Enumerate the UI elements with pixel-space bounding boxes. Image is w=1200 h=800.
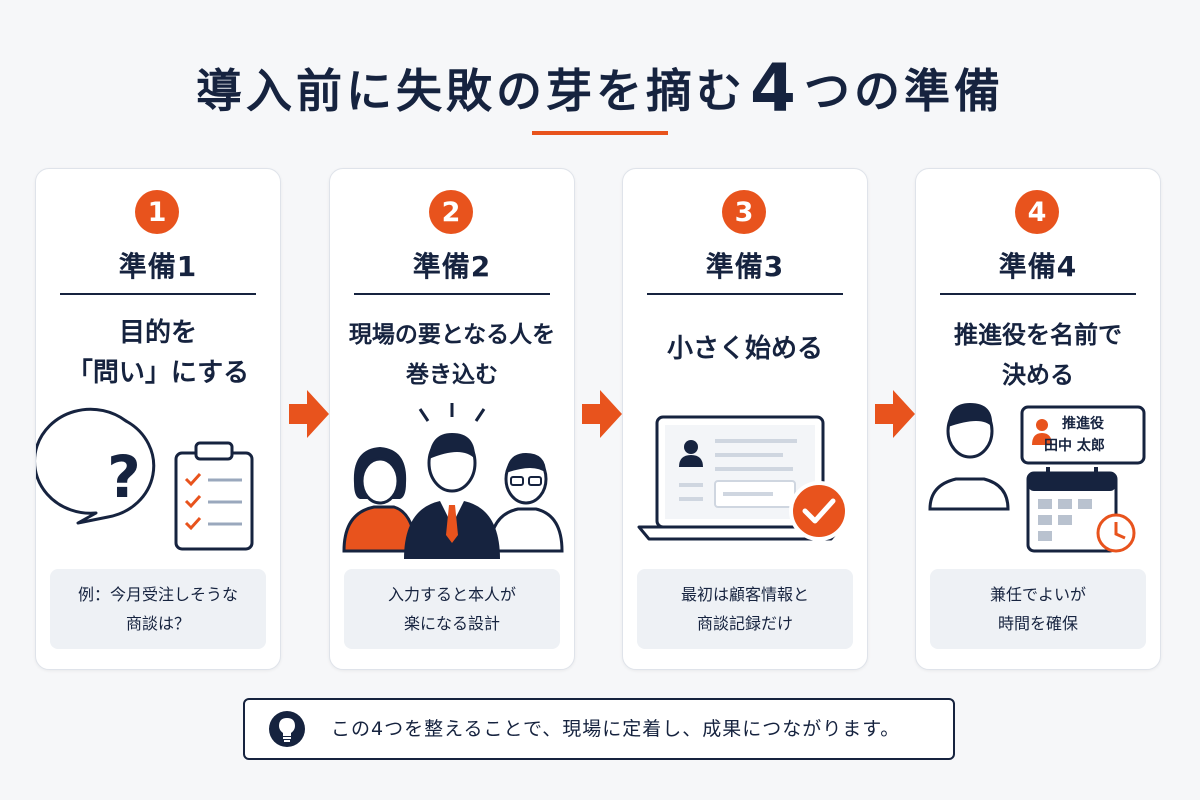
step-badge-1: 1 <box>135 190 179 234</box>
title-number: 4 <box>750 50 800 127</box>
step-divider-2 <box>354 293 550 295</box>
question-bubble-icon: ? <box>36 407 156 525</box>
step-card-1: 1 準備1 目的を 「問い」にする ? 例：今月受注しそうな 商談は？ <box>35 168 281 670</box>
name-tag-role: 推進役 <box>1062 416 1104 432</box>
title-main: 導入前に失敗の芽を摘む <box>196 64 747 118</box>
team-people-icon <box>342 403 564 559</box>
summary-box: この4つを整えることで、現場に定着し、成果につながります。 <box>243 698 955 760</box>
step-badge-3: 3 <box>722 190 766 234</box>
step-divider-1 <box>60 293 256 295</box>
page-title: 導入前に失敗の芽を摘む4つの準備 <box>0 50 1200 127</box>
step-divider-4 <box>940 293 1136 295</box>
right-arrow-icon <box>875 390 915 438</box>
step-label-2: 準備2 <box>412 250 492 283</box>
calendar-clock-icon <box>1026 467 1136 553</box>
step-note-3: 最初は顧客情報と 商談記録だけ <box>637 569 853 649</box>
step-badge-2: 2 <box>429 190 473 234</box>
step-label-1: 準備1 <box>118 250 198 283</box>
step-heading-3: 小さく始める <box>666 334 823 364</box>
name-tag-name: 田中 太郎 <box>1044 438 1105 454</box>
step-illustration-1: ? <box>36 407 254 551</box>
lightbulb-icon <box>269 711 305 747</box>
step-note-2: 入力すると本人が 楽になる設計 <box>344 569 560 649</box>
step-label-4: 準備4 <box>998 250 1078 283</box>
title-underline <box>532 131 668 135</box>
step-note-1: 例：今月受注しそうな 商談は？ <box>50 569 266 649</box>
checklist-clipboard-icon <box>174 441 254 551</box>
person-icon <box>928 403 1010 511</box>
step-heading-2: 現場の要となる人を 巻き込む <box>348 322 556 388</box>
right-arrow-icon <box>289 390 329 438</box>
title-tail: つの準備 <box>803 64 1004 118</box>
step-note-4: 兼任でよいが 時間を確保 <box>930 569 1146 649</box>
svg-text:?: ? <box>107 443 141 511</box>
step-card-4: 4 準備4 推進役を名前で 決める 推進役 田中 太郎 <box>915 168 1161 670</box>
step-label-3: 準備3 <box>705 250 785 283</box>
step-card-2: 2 準備2 現場の要となる人を 巻き込む 入力すると本人が 楽になる設計 <box>329 168 575 670</box>
step-card-3: 3 準備3 小さく始める 最初は顧客情報と 商談記録だけ <box>622 168 868 670</box>
step-heading-1: 目的を 「問い」にする <box>66 318 250 388</box>
right-arrow-icon <box>582 390 622 438</box>
step-divider-3 <box>647 293 843 295</box>
step-badge-4: 4 <box>1015 190 1059 234</box>
summary-text: この4つを整えることで、現場に定着し、成果につながります。 <box>331 718 901 740</box>
step-illustration-3 <box>637 415 849 541</box>
name-tag-icon <box>1020 405 1146 465</box>
check-circle-icon <box>789 481 849 541</box>
step-illustration-4 <box>928 403 1146 553</box>
step-heading-4: 推進役を名前で 決める <box>954 321 1122 389</box>
